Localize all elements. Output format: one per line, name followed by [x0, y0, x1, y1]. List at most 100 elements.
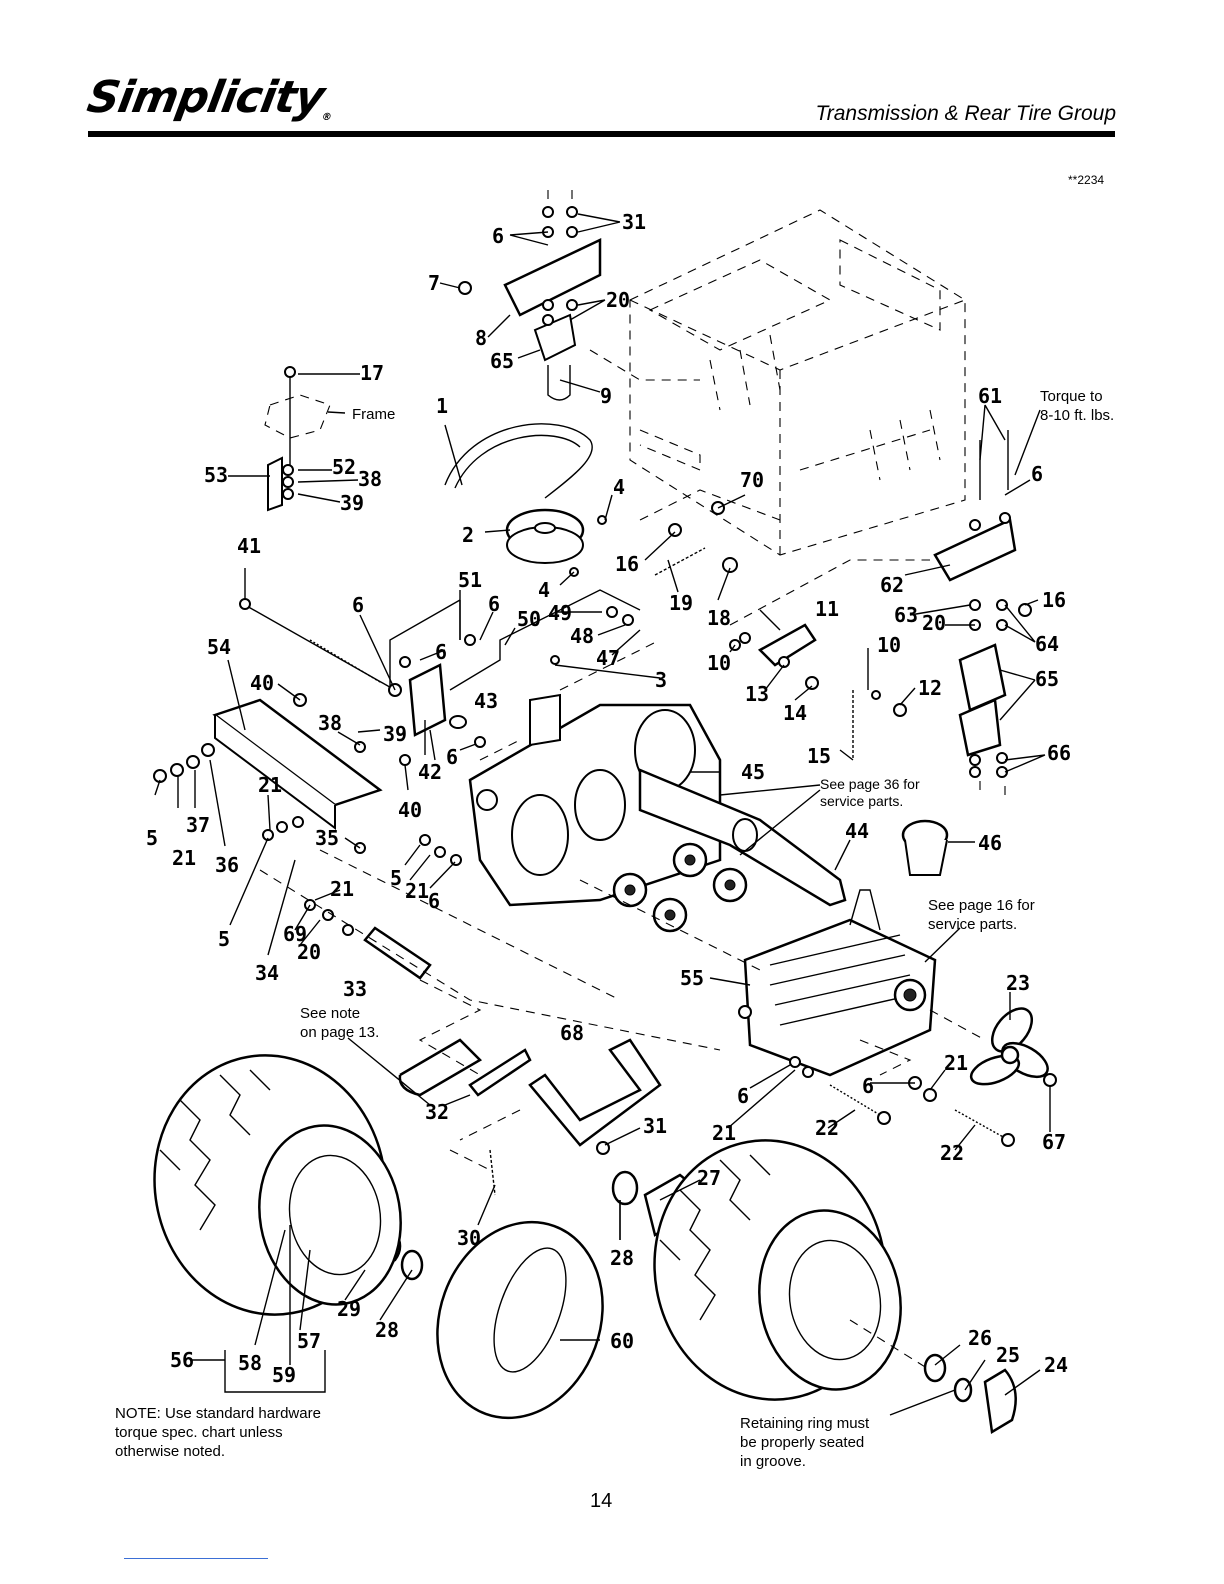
part-label: 41 [237, 534, 261, 558]
part-label: 42 [418, 760, 442, 784]
part-label: 53 [204, 463, 228, 487]
part-label: 23 [1006, 971, 1030, 995]
callout-line: Torque to [1040, 388, 1103, 405]
part-label: 63 [894, 603, 918, 627]
part-label: 45 [741, 760, 765, 784]
part-label: 9 [600, 384, 612, 408]
part-label: 70 [740, 468, 764, 492]
note-line: torque spec. chart unless [115, 1424, 283, 1441]
part-label: 52 [332, 455, 356, 479]
frame-label: Frame [352, 406, 395, 423]
part-label: 50 [517, 607, 541, 631]
part-label: 34 [255, 961, 279, 985]
callout-line: service parts. [928, 916, 1018, 933]
part-label: 21 [944, 1051, 968, 1075]
part-label: 21 [712, 1121, 736, 1145]
part-label: 6 [1031, 462, 1043, 486]
part-label: 16 [1042, 588, 1066, 612]
part-label: 58 [238, 1351, 262, 1375]
part-label: 22 [940, 1141, 964, 1165]
part-label: 11 [815, 597, 839, 621]
part-label: 40 [250, 671, 274, 695]
note-line: in groove. [740, 1453, 806, 1470]
chassis-frame [629, 209, 966, 556]
part-label: 13 [745, 682, 769, 706]
part-label: 66 [1047, 741, 1071, 765]
see-page-36-callout: See page 36 for service parts. [820, 776, 920, 810]
page-number: 14 [590, 1490, 613, 1512]
part-label: 12 [918, 676, 942, 700]
part-label: 56 [170, 1348, 194, 1372]
part-label: 68 [560, 1021, 584, 1045]
part-label: 4 [538, 578, 550, 602]
part-label: 38 [318, 711, 342, 735]
part-label: 60 [610, 1329, 634, 1353]
part-label: 65 [490, 349, 514, 373]
part-label: 31 [622, 210, 646, 234]
part-label: 29 [337, 1297, 361, 1321]
part-label: 39 [383, 722, 407, 746]
see-note-callout: See note on page 13. [300, 1004, 379, 1042]
part-label: 6 [737, 1084, 749, 1108]
part-label: 38 [358, 467, 382, 491]
part-label: 6 [862, 1074, 874, 1098]
part-label: 14 [783, 701, 807, 725]
part-label: 5 [146, 826, 158, 850]
bottom-link-underline [124, 1558, 268, 1559]
part-label: 59 [272, 1363, 296, 1387]
part-label: 6 [428, 889, 440, 913]
part-label: 33 [343, 977, 367, 1001]
part-label: 28 [610, 1246, 634, 1270]
part-label: 6 [435, 640, 447, 664]
part-label: 43 [474, 689, 498, 713]
part-label: 49 [548, 601, 572, 625]
callout-line: See page 16 for [928, 897, 1035, 914]
part-label: 67 [1042, 1130, 1066, 1154]
part-label: 6 [492, 224, 504, 248]
part-label: 21 [172, 846, 196, 870]
part-label: 6 [352, 593, 364, 617]
hub-couplers [612, 842, 748, 933]
part-label: 48 [570, 624, 594, 648]
part-label: 61 [978, 384, 1002, 408]
part-label: 37 [186, 813, 210, 837]
part-label: 46 [978, 831, 1002, 855]
part-label: 36 [215, 853, 239, 877]
retaining-ring-note: Retaining ring must be properly seated i… [740, 1414, 869, 1471]
part-label: 10 [707, 651, 731, 675]
callout-line: on page 13. [300, 1024, 380, 1041]
torque-callout: Torque to 8-10 ft. lbs. [1040, 387, 1114, 425]
part-label: 55 [680, 966, 704, 990]
part-label: 26 [968, 1326, 992, 1350]
part-label: 19 [669, 591, 693, 615]
part-label: 21 [405, 879, 429, 903]
part-label: 40 [398, 798, 422, 822]
part-label: 64 [1035, 632, 1059, 656]
part-label: 21 [258, 773, 282, 797]
part-label: 10 [877, 633, 901, 657]
header-rule [88, 131, 1115, 137]
part-label: 51 [458, 568, 482, 592]
doc-code: **2234 [1068, 173, 1105, 187]
hydrostatic-unit [743, 889, 937, 1077]
left-rear-tire [153, 1054, 402, 1316]
part-label: 1 [436, 394, 448, 418]
callout-line: service parts. [820, 793, 904, 809]
part-label: 6 [488, 592, 500, 616]
part-label: 5 [218, 927, 230, 951]
part-label: 30 [457, 1226, 481, 1250]
part-label: 20 [606, 288, 630, 312]
part-label: 32 [425, 1100, 449, 1124]
part-label: 17 [360, 361, 384, 385]
note-line: Retaining ring must [740, 1415, 870, 1432]
drawing-artwork [153, 190, 1057, 1435]
part-label: 15 [807, 744, 831, 768]
part-label: 21 [330, 877, 354, 901]
part-label: 27 [697, 1166, 721, 1190]
part-label: 20 [297, 940, 321, 964]
part-label: 57 [297, 1329, 321, 1353]
section-title: Transmission & Rear Tire Group [815, 102, 1116, 125]
part-label: 20 [922, 611, 946, 635]
part-label: 3 [655, 668, 667, 692]
